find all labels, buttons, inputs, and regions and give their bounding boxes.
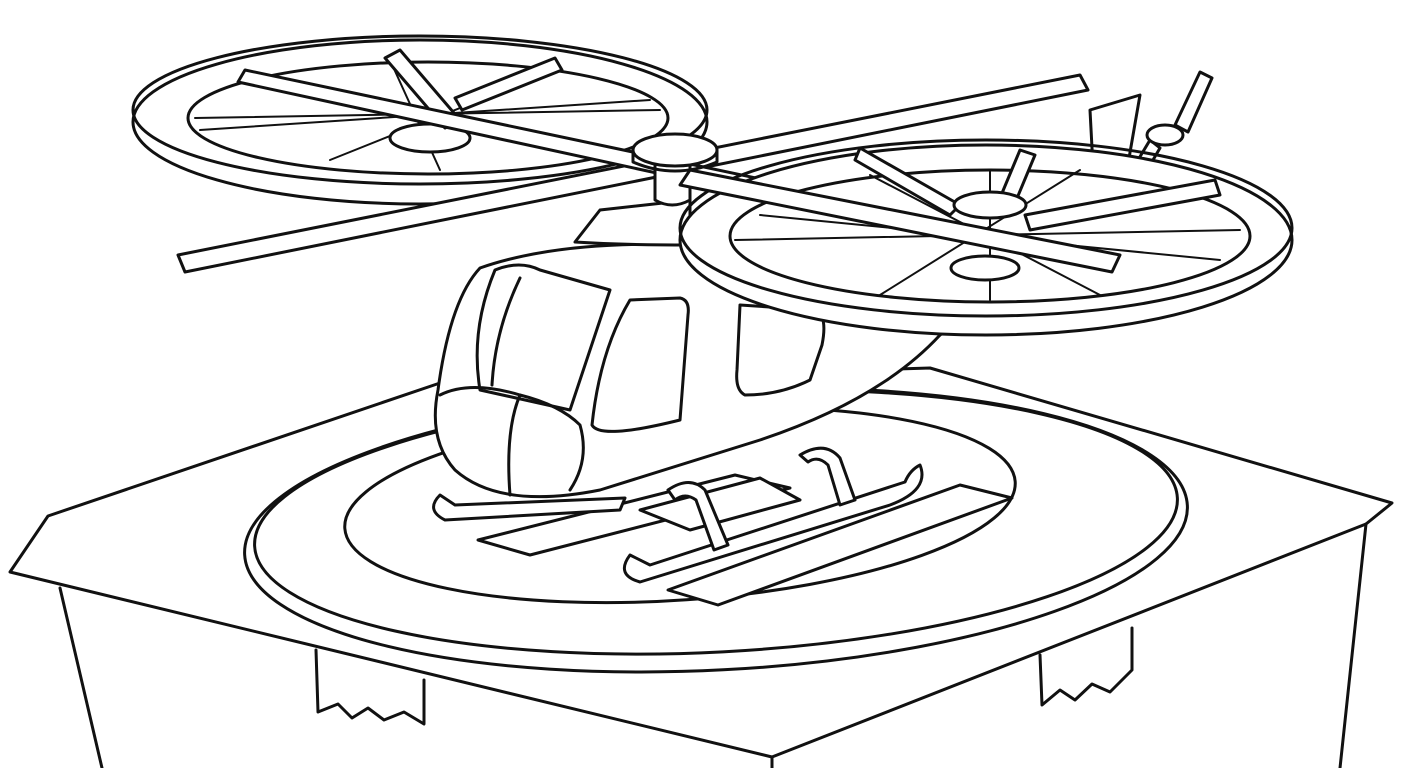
landing-skid-left [432,493,627,522]
engine-cowl [573,198,692,247]
right-rotor-ring [678,138,1294,337]
landing-skid-right [622,463,924,584]
rotor-hub [631,132,719,168]
main-rotor-blade [176,73,1090,274]
side-window-front [590,296,690,433]
windshield [475,263,612,412]
helipad-h-cross-bar [638,476,802,532]
helipad-h-right-bar [666,483,1014,607]
